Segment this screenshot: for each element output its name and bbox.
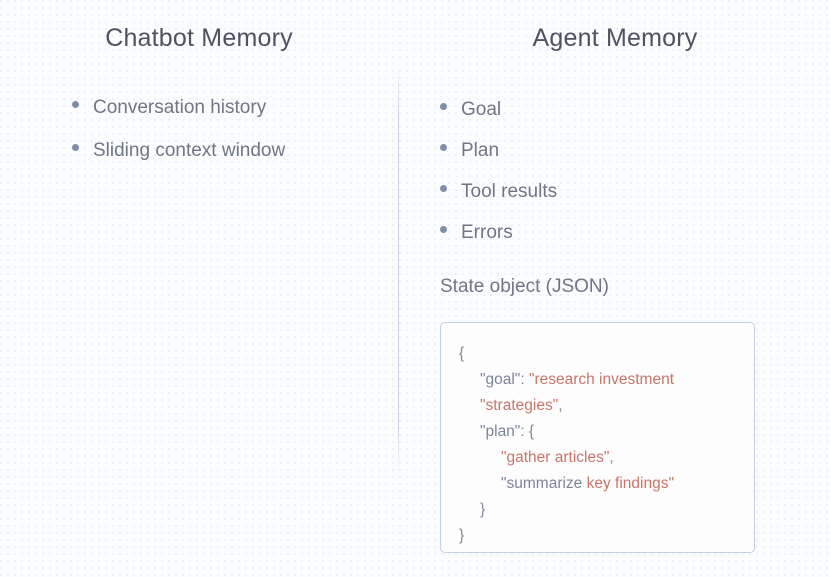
- list-item-label: Tool results: [461, 181, 558, 202]
- column-divider: [398, 70, 399, 470]
- code-token-punct: }: [459, 527, 465, 544]
- list-item-label: Plan: [461, 140, 500, 161]
- code-token-str: "research investment: [528, 371, 675, 388]
- code-token-punct: }: [480, 501, 486, 518]
- code-line: "goal": "research investment: [459, 367, 738, 393]
- list-item: Conversation history: [72, 97, 285, 119]
- agent-memory-bullet-list: Goal Plan Tool results Errors: [440, 99, 557, 263]
- list-item-label: Goal: [461, 99, 502, 120]
- list-item: Sliding context window: [72, 140, 285, 162]
- list-item-label: Sliding context window: [93, 140, 286, 161]
- column-agent-memory: Agent Memory: [399, 0, 831, 577]
- code-token-key: "plan": [480, 423, 521, 440]
- bullet-dot-icon: [440, 103, 447, 110]
- list-item-label: Conversation history: [93, 97, 267, 118]
- state-object-code-block: {"goal": "research investment"strategies…: [440, 322, 755, 553]
- code-line: "plan": {: [459, 419, 738, 445]
- bullet-dot-icon: [72, 144, 79, 151]
- code-token-key: "summarize: [501, 475, 587, 492]
- list-item: Plan: [440, 140, 557, 162]
- bullet-dot-icon: [72, 101, 79, 108]
- code-line: }: [459, 497, 738, 523]
- chatbot-memory-bullet-list: Conversation history Sliding context win…: [72, 97, 285, 183]
- list-item: Goal: [440, 99, 557, 121]
- bullet-dot-icon: [440, 144, 447, 151]
- code-block-body: {"goal": "research investment"strategies…: [459, 341, 738, 549]
- code-line: }: [459, 523, 738, 549]
- chatbot-memory-title: Chatbot Memory: [105, 24, 293, 52]
- list-item-label: Errors: [461, 222, 513, 243]
- code-token-punct: : {: [520, 423, 535, 440]
- list-item: Errors: [440, 222, 557, 244]
- code-token-str: "gather articles": [501, 449, 610, 466]
- code-line: {: [459, 341, 738, 367]
- bullet-dot-icon: [440, 185, 447, 192]
- code-token-punct: :: [520, 371, 529, 388]
- code-token-punct: {: [459, 345, 465, 362]
- code-line: "strategies",: [459, 393, 738, 419]
- list-item: Tool results: [440, 181, 557, 203]
- code-line: "summarize key findings": [459, 471, 738, 497]
- bullet-dot-icon: [440, 226, 447, 233]
- column-chatbot-memory: Chatbot Memory Conversation history Slid…: [0, 0, 398, 577]
- code-token-punct: ,: [558, 397, 563, 414]
- code-token-str: key findings": [586, 475, 674, 492]
- state-object-label: State object (JSON): [440, 276, 609, 297]
- code-token-key: "goal": [480, 371, 521, 388]
- code-token-str: "strategies": [480, 397, 559, 414]
- code-line: "gather articles",: [459, 445, 738, 471]
- code-token-punct: ,: [609, 449, 614, 466]
- agent-memory-title: Agent Memory: [532, 24, 698, 52]
